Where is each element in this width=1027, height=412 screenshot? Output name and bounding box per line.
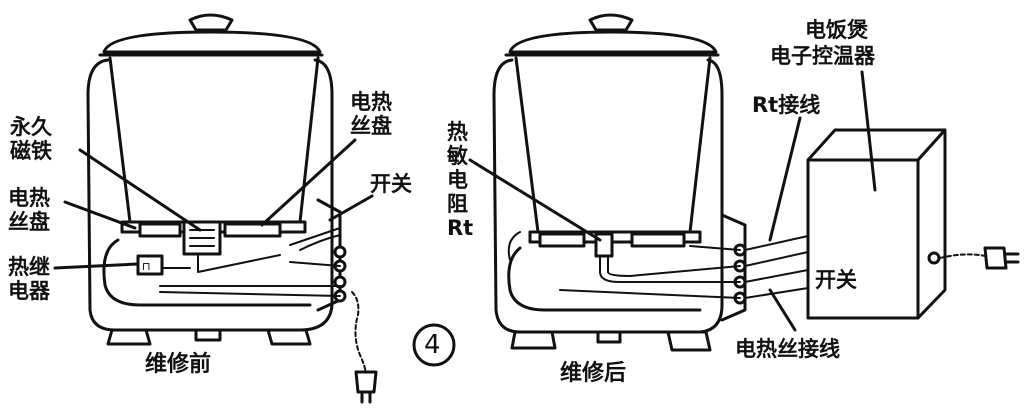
label-switch-before: 开关 <box>370 172 412 196</box>
caption-before: 维修前 <box>145 352 212 377</box>
label-thermal-relay-2: 电器 <box>8 279 50 303</box>
plug <box>354 370 378 394</box>
temperature-controller-box <box>806 128 1020 320</box>
label-thermistor-2: 敏 <box>447 144 468 168</box>
cooker-after <box>492 13 747 352</box>
label-heating-plate-top-1: 电热 <box>350 90 392 114</box>
label-heating-plate-top-2: 丝盘 <box>350 114 392 138</box>
label-thermistor-3: 电 <box>447 168 468 192</box>
connection-wires <box>744 235 809 299</box>
caption-after: 维修后 <box>560 361 627 386</box>
heating-plate <box>120 220 307 234</box>
label-thermistor-1: 热 <box>447 120 468 144</box>
label-thermistor-4: 阻 <box>447 192 468 216</box>
figure-number: 4 <box>424 330 441 360</box>
label-switch-after: 开关 <box>815 268 857 292</box>
label-controller-2: 电子控温器 <box>770 44 875 68</box>
leader-lines-after <box>468 70 877 332</box>
lid <box>102 30 322 54</box>
label-heating-plate-left-1: 电热 <box>8 186 50 210</box>
plug-after <box>983 246 1008 270</box>
svg-text:⊓: ⊓ <box>142 260 151 273</box>
label-heating-plate-left-2: 丝盘 <box>8 210 50 234</box>
label-rt-wire: Rt接线 <box>752 93 821 117</box>
label-permanent-magnet-1: 永久 <box>10 115 52 139</box>
label-thermistor-5: Rt <box>447 216 474 240</box>
label-heater-wire: 电热丝接线 <box>735 337 840 361</box>
lid-knob <box>188 13 234 32</box>
cooker-before: ⊓ <box>86 13 378 404</box>
label-thermal-relay-1: 热继 <box>8 255 50 279</box>
figure-number-circle <box>412 323 456 367</box>
inner-pot <box>108 56 320 224</box>
label-controller-1: 电饭煲 <box>805 18 868 42</box>
leader-lines-before <box>53 138 374 270</box>
label-permanent-magnet-2: 磁铁 <box>10 139 52 163</box>
